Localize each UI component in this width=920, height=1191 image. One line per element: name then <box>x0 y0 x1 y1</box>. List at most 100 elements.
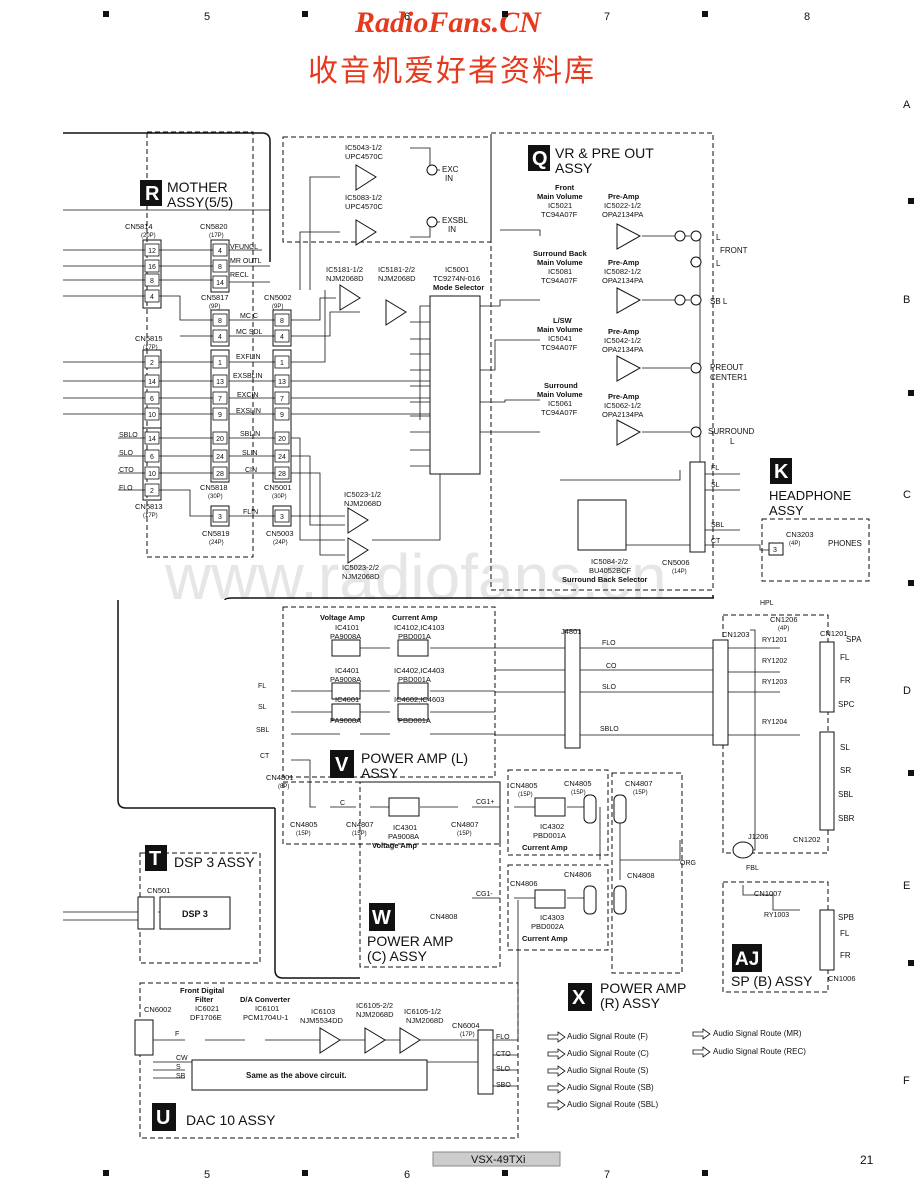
svg-text:OPA2134PA: OPA2134PA <box>602 410 643 419</box>
label-cn5817p: (9P) <box>209 304 220 310</box>
svg-text:13: 13 <box>216 379 224 386</box>
watermark-background: www.radiofans.cn <box>165 541 667 613</box>
svg-text:2: 2 <box>150 360 154 367</box>
svg-text:IC5061: IC5061 <box>548 399 572 408</box>
svg-text:9: 9 <box>218 412 222 419</box>
svg-text:10: 10 <box>148 471 156 478</box>
svg-text:Pre-Amp: Pre-Amp <box>608 192 640 201</box>
label-mcc: MC C <box>240 313 258 320</box>
svg-text:L: L <box>716 259 721 268</box>
spb-labels: FBL CN1007 RY1003 SPB FL FR CN1006 <box>746 865 856 983</box>
label-recl: RECL <box>230 272 249 279</box>
svg-text:UPC4570C: UPC4570C <box>345 152 384 161</box>
jacks <box>426 164 754 859</box>
svg-text:PBD001A: PBD001A <box>398 632 431 641</box>
label-cn5817: CN5817 <box>201 293 229 302</box>
svg-text:FLO: FLO <box>496 1034 510 1041</box>
grid-row-c: C <box>903 489 911 501</box>
assy-labels: R MOTHER ASSY(5/5) Q VR & PRE OUT ASSY K… <box>140 145 852 1131</box>
svg-text:IC5041: IC5041 <box>548 334 572 343</box>
svg-text:Front: Front <box>555 183 575 192</box>
svg-text:CENTER1: CENTER1 <box>710 373 748 382</box>
assy-x-name: POWER AMP <box>600 980 686 996</box>
svg-text:NJM2068D: NJM2068D <box>344 499 382 508</box>
svg-text:DF1706E: DF1706E <box>190 1013 222 1022</box>
svg-text:IC5042-1/2: IC5042-1/2 <box>604 336 641 345</box>
svg-text:IC5081: IC5081 <box>548 267 572 276</box>
svg-text:FR: FR <box>840 951 851 960</box>
svg-text:(14P): (14P) <box>672 569 687 575</box>
label-sblin: SBLIN <box>240 431 260 438</box>
svg-text:(15P): (15P) <box>296 831 311 837</box>
svg-text:28: 28 <box>216 471 224 478</box>
page-number: 21 <box>860 1153 874 1167</box>
svg-text:13: 13 <box>278 379 286 386</box>
svg-text:IC4101: IC4101 <box>335 623 359 632</box>
svg-text:Current Amp: Current Amp <box>522 934 568 943</box>
svg-text:14: 14 <box>148 436 156 443</box>
svg-text:IC5082-1/2: IC5082-1/2 <box>604 267 641 276</box>
svg-text:TC94A07F: TC94A07F <box>541 408 578 417</box>
grid-row-d: D <box>903 685 911 697</box>
svg-text:IC4401: IC4401 <box>335 666 359 675</box>
svg-text:CN5006: CN5006 <box>662 558 690 567</box>
label-cto: CTO <box>119 467 134 474</box>
power-amp-c-labels: CN4805(15P) C CN4807(15P) IC4301PA9008A … <box>290 779 655 943</box>
svg-text:IC6105-1/2: IC6105-1/2 <box>404 1007 441 1016</box>
svg-text:Audio Signal Route (SBL): Audio Signal Route (SBL) <box>567 1100 659 1109</box>
svg-text:SBL: SBL <box>711 522 724 529</box>
svg-text:NJM2068D: NJM2068D <box>356 1010 394 1019</box>
assy-w-letter: W <box>372 907 391 929</box>
svg-text:NJM2068D: NJM2068D <box>378 274 416 283</box>
assy-aj-letter: AJ <box>735 949 759 970</box>
svg-text:OPA2134PA: OPA2134PA <box>602 210 643 219</box>
svg-text:SBO: SBO <box>496 1082 511 1089</box>
svg-text:EXC: EXC <box>442 165 459 174</box>
svg-text:Surround: Surround <box>544 381 578 390</box>
svg-text:L/SW: L/SW <box>553 316 573 325</box>
svg-text:CN1007: CN1007 <box>754 889 782 898</box>
svg-text:Pre-Amp: Pre-Amp <box>608 327 640 336</box>
svg-text:TC9274N-016: TC9274N-016 <box>433 274 480 283</box>
svg-text:PBD001A: PBD001A <box>398 675 431 684</box>
svg-text:FLO: FLO <box>602 640 616 647</box>
svg-text:4: 4 <box>150 294 154 301</box>
svg-text:BU4052BCF: BU4052BCF <box>589 566 632 575</box>
svg-text:NJM2068D: NJM2068D <box>342 572 380 581</box>
svg-text:CN4801: CN4801 <box>266 773 294 782</box>
svg-text:12: 12 <box>148 248 156 255</box>
svg-text:J4801: J4801 <box>561 627 581 636</box>
grid-row-f: F <box>903 1075 910 1087</box>
svg-text:4: 4 <box>280 334 284 341</box>
svg-text:SB L: SB L <box>710 297 728 306</box>
svg-text:6: 6 <box>150 454 154 461</box>
assy-r-name: MOTHER <box>167 179 228 195</box>
label-mroutl: MR OUTL <box>230 258 262 265</box>
svg-text:8: 8 <box>218 264 222 271</box>
svg-text:14: 14 <box>148 379 156 386</box>
svg-text:RY1003: RY1003 <box>764 912 789 919</box>
svg-text:OPA2134PA: OPA2134PA <box>602 345 643 354</box>
svg-text:CN1006: CN1006 <box>828 974 856 983</box>
assy-t-name: DSP 3 ASSY <box>174 854 255 870</box>
svg-text:7: 7 <box>218 396 222 403</box>
svg-text:IC6105-2/2: IC6105-2/2 <box>356 1001 393 1010</box>
svg-text:IC4301: IC4301 <box>393 823 417 832</box>
grid-col-6-bottom: 6 <box>404 1169 410 1181</box>
assy-t-letter: T <box>149 848 161 870</box>
svg-text:Main Volume: Main Volume <box>537 325 583 334</box>
grid-col-6: 6 <box>404 11 410 23</box>
svg-text:IC5001: IC5001 <box>445 265 469 274</box>
grid-row-e: E <box>903 880 910 892</box>
svg-text:CN4807: CN4807 <box>451 820 479 829</box>
svg-text:PA9008A: PA9008A <box>330 675 361 684</box>
svg-text:(15P): (15P) <box>352 831 367 837</box>
grid-col-7-bottom: 7 <box>604 1169 610 1181</box>
label-cn5815: CN5815 <box>135 334 163 343</box>
svg-text:NJM2068D: NJM2068D <box>326 274 364 283</box>
svg-text:CN4805: CN4805 <box>564 779 592 788</box>
svg-text:SBL: SBL <box>838 790 854 799</box>
svg-text:CN4807: CN4807 <box>625 779 653 788</box>
svg-text:DSP 3: DSP 3 <box>182 909 208 919</box>
